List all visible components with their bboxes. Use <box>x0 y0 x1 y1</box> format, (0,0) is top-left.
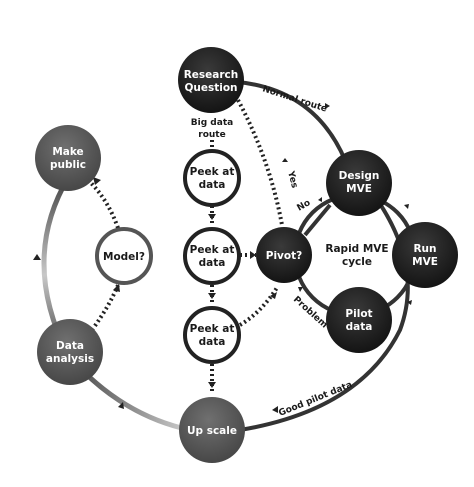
node-research-question-line1: Research <box>184 69 239 81</box>
node-pivot[interactable]: Pivot? <box>256 227 312 283</box>
label-good-pilot-data: Good pilot data <box>277 380 353 419</box>
arrow-run-to-pilot <box>407 300 412 305</box>
node-peek2-line1: Peek at <box>190 244 235 256</box>
arrow-peek3-to-pivot <box>270 292 277 299</box>
arrow-to-model <box>113 284 120 292</box>
arrow-normal-route <box>325 103 330 109</box>
label-problem: Problem <box>291 295 329 331</box>
node-data-analysis-line1: Data <box>56 340 84 352</box>
node-peek-at-data-3[interactable]: Peek at data <box>183 306 241 364</box>
arrow-peek1-to-peek2 <box>208 214 216 220</box>
arrow-no <box>318 197 322 202</box>
pivot-to-design-link <box>303 203 332 237</box>
node-peek2-line2: data <box>199 257 226 269</box>
node-research-question[interactable]: Research Question <box>178 47 244 113</box>
arrow-pilot-to-pivot <box>298 287 303 292</box>
node-up-scale-label: Up scale <box>187 425 237 437</box>
node-model-label: Model? <box>103 251 145 263</box>
arrow-peek3-to-upscale <box>208 382 216 388</box>
node-peek1-line1: Peek at <box>190 166 235 178</box>
dotted-analysis-to-model <box>90 284 120 332</box>
normal-route-arc <box>237 80 347 161</box>
node-model[interactable]: Model? <box>95 227 153 285</box>
arrow-left-lower <box>118 402 124 409</box>
dotted-rq-to-pivot <box>236 99 284 226</box>
dotted-model-to-public <box>88 180 120 229</box>
label-rapid-mve-line1: Rapid MVE <box>325 243 388 255</box>
node-pivot-label: Pivot? <box>266 250 302 262</box>
node-make-public-line1: Make <box>52 146 83 158</box>
dotted-peek3-to-pivot <box>238 284 280 327</box>
node-peek1-line2: data <box>199 179 226 191</box>
arrow-design-to-run <box>404 204 409 209</box>
label-normal-route: Normal route <box>261 84 328 114</box>
node-peek3-line1: Peek at <box>190 323 235 335</box>
outer-right-arc <box>239 158 410 432</box>
node-data-analysis[interactable]: Data analysis <box>37 319 103 385</box>
node-run-mve[interactable]: Run MVE <box>392 222 458 288</box>
label-big-data-route-line1: Big data <box>191 118 233 128</box>
node-peek3-line2: data <box>199 336 226 348</box>
node-peek-at-data-2[interactable]: Peek at data <box>183 227 241 285</box>
node-design-mve-line1: Design <box>339 170 380 182</box>
label-rapid-mve-line2: cycle <box>342 256 372 268</box>
label-big-data-route-line2: route <box>198 130 225 140</box>
node-pilot-data-line2: data <box>346 321 373 333</box>
node-pilot-data[interactable]: Pilot data <box>326 287 392 353</box>
node-research-question-line2: Question <box>184 82 237 94</box>
node-make-public[interactable]: Make public <box>35 125 101 191</box>
node-run-mve-line1: Run <box>413 243 436 255</box>
node-data-analysis-line2: analysis <box>46 353 94 365</box>
node-make-public-line2: public <box>50 159 86 171</box>
arrow-good-pilot <box>272 406 278 413</box>
node-peek-at-data-1[interactable]: Peek at data <box>183 149 241 207</box>
arrow-peek2-to-peek3 <box>208 293 216 299</box>
label-no: No <box>296 198 313 214</box>
arrow-to-public <box>93 177 101 185</box>
label-yes: Yes <box>285 169 299 189</box>
node-pilot-data-line1: Pilot <box>345 308 372 320</box>
arrow-left-upper <box>33 254 41 260</box>
node-run-mve-line2: MVE <box>412 256 438 268</box>
node-design-mve-line2: MVE <box>346 183 372 195</box>
arrow-peek2-to-pivot <box>250 251 256 259</box>
node-up-scale[interactable]: Up scale <box>179 397 245 463</box>
node-design-mve[interactable]: Design MVE <box>326 150 392 216</box>
arrow-yes <box>282 158 288 162</box>
